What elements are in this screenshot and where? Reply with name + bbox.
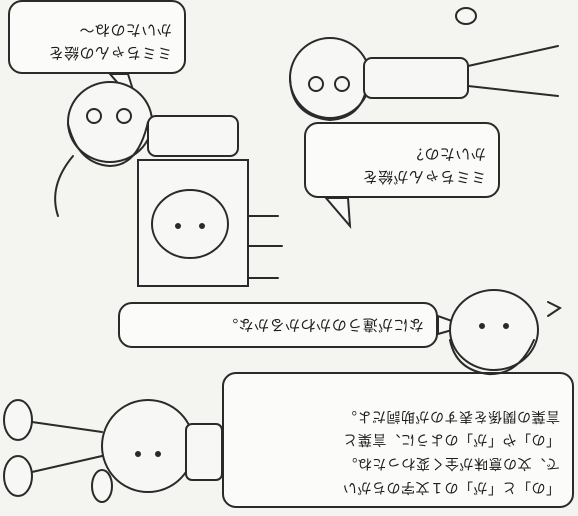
boy-leg (467, 45, 559, 67)
robot-body (185, 423, 223, 481)
robot-character-figure (3, 399, 223, 503)
boy-hair (289, 75, 369, 122)
girl-hair (67, 121, 149, 168)
drawn-eye (199, 223, 205, 229)
drawn-eye (175, 223, 181, 229)
drawn-face (151, 189, 229, 259)
boy-body (363, 57, 469, 99)
girl-with-easel-figure (54, 81, 283, 287)
character-bow (547, 301, 562, 317)
girl-eye (86, 108, 102, 124)
robot-arm (91, 469, 113, 503)
robot-head (101, 399, 195, 493)
robot-leg (31, 455, 103, 473)
robot-eye (135, 451, 141, 457)
character-hair (449, 339, 535, 376)
girl-ponytail (54, 155, 74, 217)
boy-eye (334, 76, 350, 92)
bubble-tail (323, 197, 352, 229)
boy-leg (467, 85, 559, 97)
girl-eye (116, 108, 132, 124)
character-eye (479, 323, 485, 329)
robot-foot (3, 455, 33, 497)
robot-leg (31, 421, 103, 433)
girl-character-figure (449, 289, 562, 376)
robot-eye (155, 451, 161, 457)
girl-body (147, 115, 239, 157)
robot-foot (3, 399, 33, 441)
boy-hand (455, 7, 477, 25)
character-head (449, 289, 539, 371)
boy-pointing-figure (289, 7, 559, 122)
boy-eye (308, 76, 324, 92)
character-eye (503, 323, 509, 329)
